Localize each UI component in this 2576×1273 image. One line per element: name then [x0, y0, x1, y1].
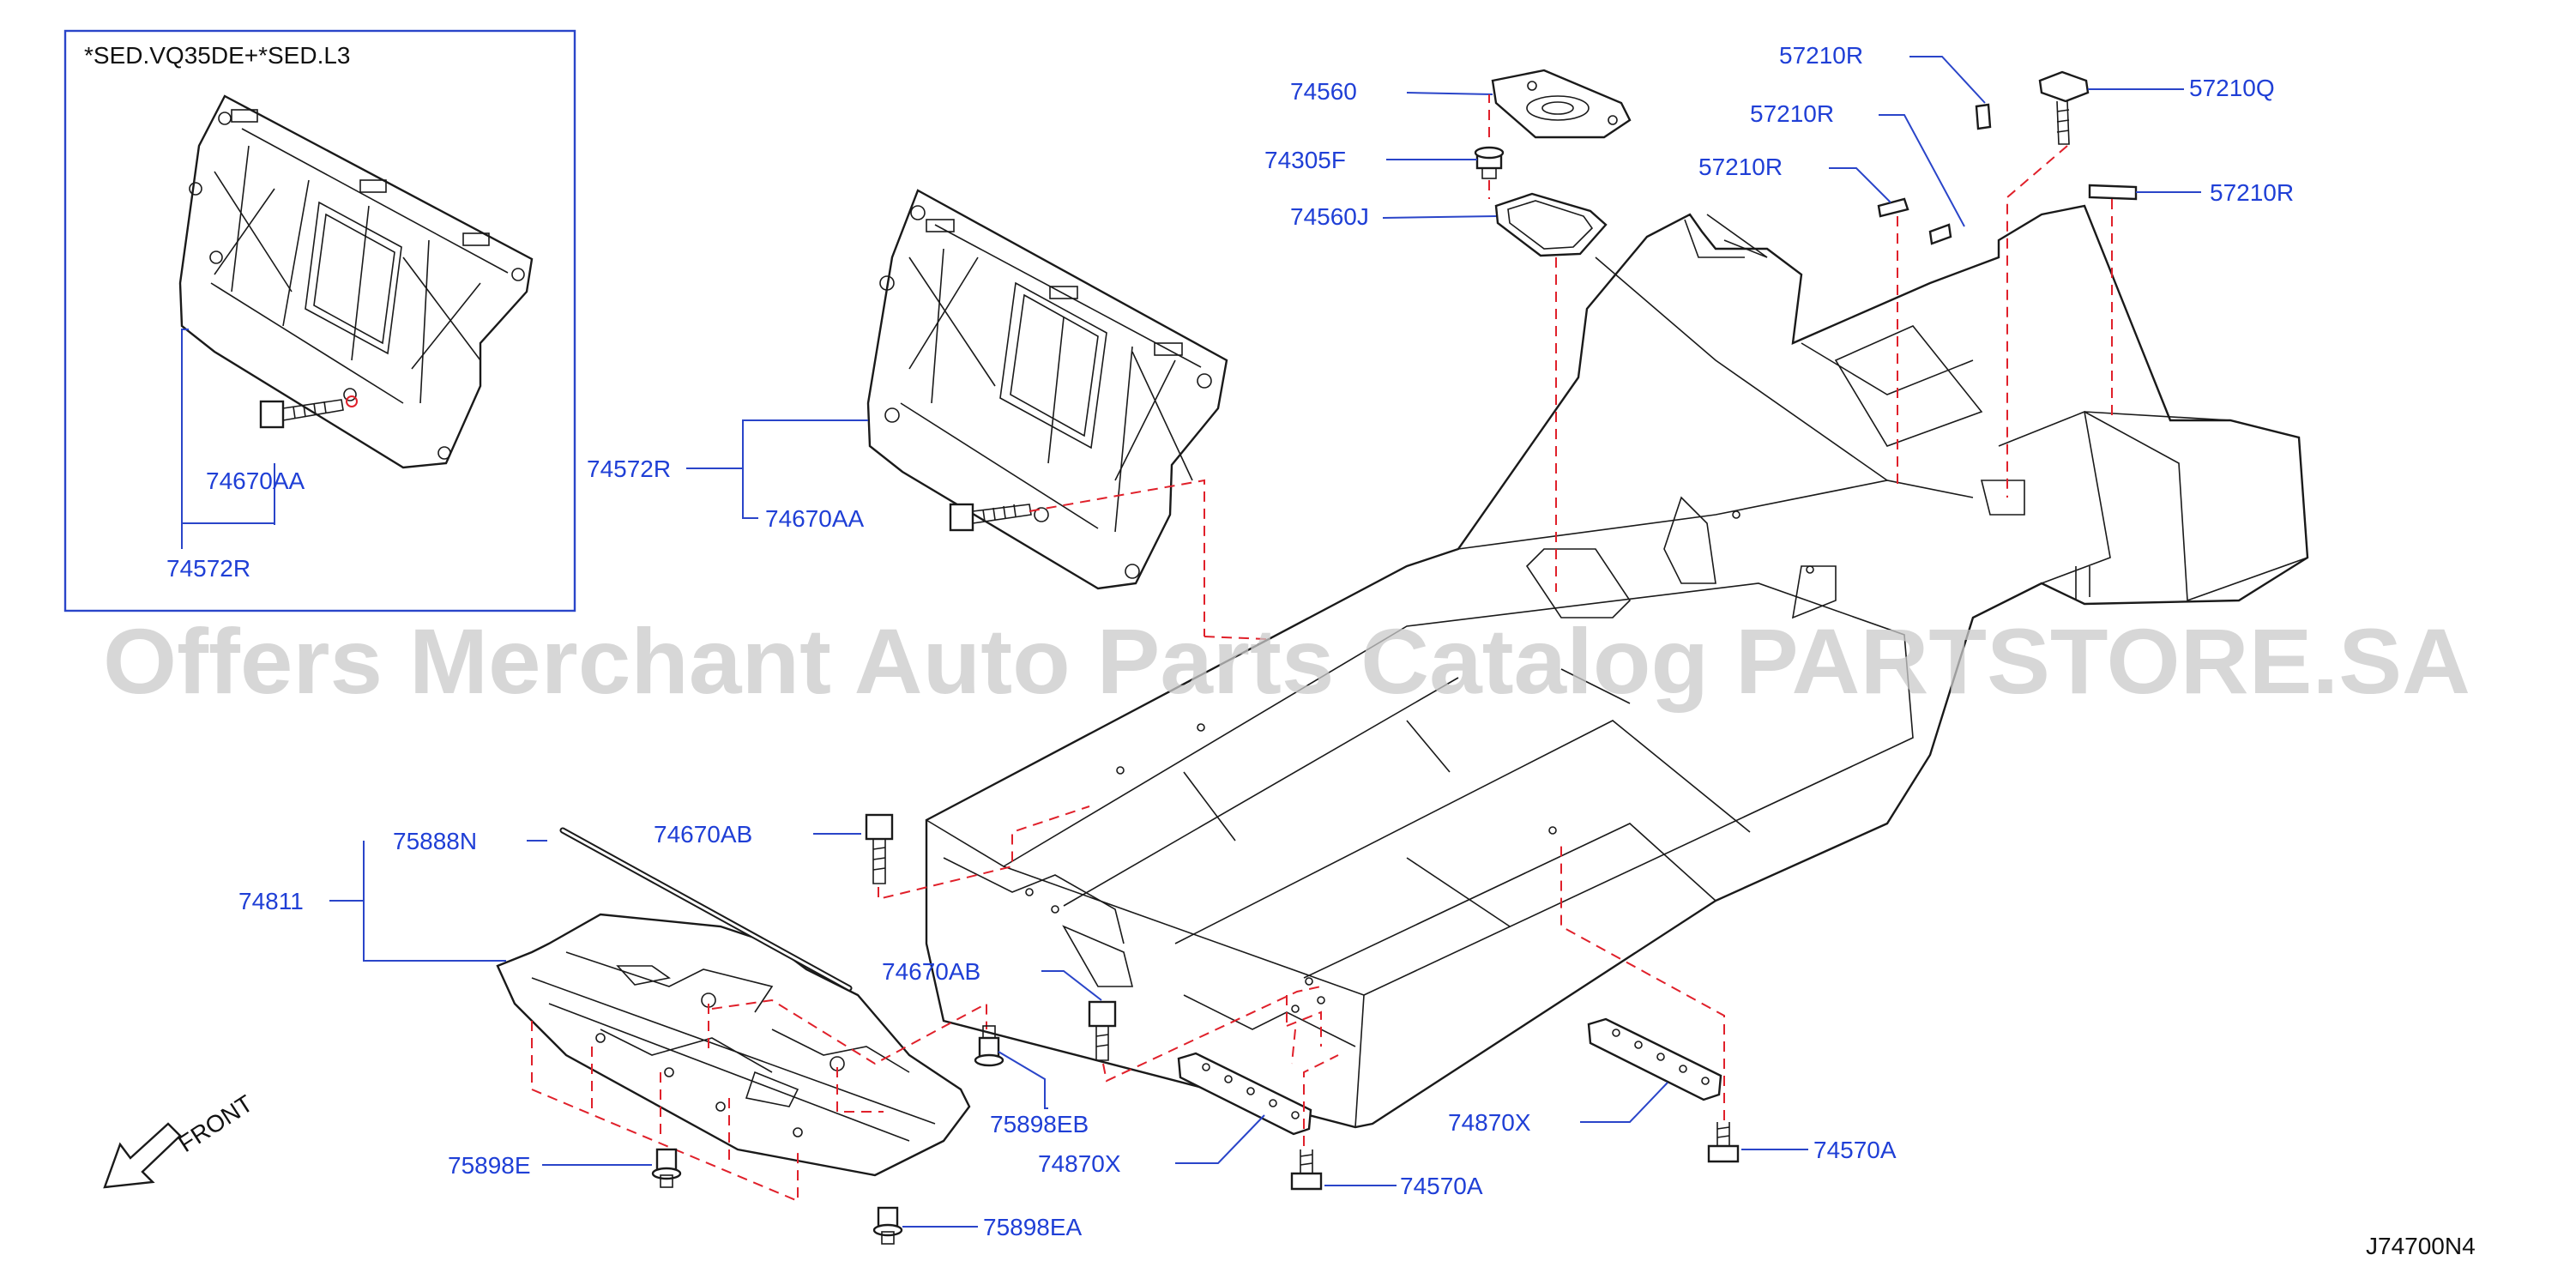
bolt-74670AA-icon: [949, 503, 1032, 532]
front-arrow-icon: [103, 1122, 182, 1189]
mount-plate-74560-icon: [1491, 69, 1632, 139]
bracket-74870X-left-icon: [1177, 1052, 1312, 1136]
inset-engine-undercover-icon: [178, 94, 534, 469]
label-74870X-right[interactable]: 74870X: [1448, 1109, 1531, 1136]
label-57210R-d[interactable]: 57210R: [2210, 179, 2294, 206]
plug-57210R-d-icon: [2088, 184, 2138, 201]
bolt-74670AB-upper-icon: [865, 813, 894, 884]
plug-57210R-a-icon: [1975, 103, 1992, 130]
plug-57210R-b-icon: [1928, 223, 1952, 245]
clip-75898E-icon: [651, 1148, 682, 1188]
plug-57210Q-icon: [2038, 70, 2090, 145]
label-74570A-right[interactable]: 74570A: [1813, 1137, 1897, 1163]
clip-75898EB-icon: [974, 1025, 1004, 1067]
label-74572R-inset[interactable]: 74572R: [166, 555, 250, 582]
label-75898EB[interactable]: 75898EB: [990, 1111, 1089, 1137]
watermark-text: Offers Merchant Auto Parts Catalog PARTS…: [103, 609, 2470, 713]
bolt-74570A-left-icon: [1290, 1149, 1323, 1191]
plug-57210R-c-icon: [1877, 197, 1909, 218]
rod-75888N-core: [561, 829, 851, 990]
label-74811[interactable]: 74811: [238, 888, 304, 914]
bolt-74570A-right-icon: [1707, 1122, 1740, 1163]
label-74670AB-upper[interactable]: 74670AB: [654, 821, 752, 848]
front-label: FRONT: [173, 1090, 257, 1158]
label-57210R-c[interactable]: 57210R: [1698, 154, 1783, 180]
label-74670AA-inset[interactable]: 74670AA: [206, 468, 305, 494]
label-74570A-left[interactable]: 74570A: [1400, 1173, 1483, 1199]
inset-bolt-74670AA-icon: [259, 395, 358, 429]
engine-undercover-icon: [866, 189, 1228, 590]
grommet-74560J-icon: [1494, 192, 1608, 257]
front-undercover-icon: [496, 913, 971, 1177]
inset-panel: *SED.VQ35DE+*SED.L3 74670AA 74572R: [63, 29, 576, 612]
label-57210Q[interactable]: 57210Q: [2189, 75, 2275, 101]
label-74572R[interactable]: 74572R: [587, 456, 671, 482]
label-74870X-left[interactable]: 74870X: [1038, 1150, 1121, 1177]
label-75898EA[interactable]: 75898EA: [983, 1214, 1083, 1240]
diagram-code: J74700N4: [2366, 1233, 2476, 1259]
label-74670AB-lower[interactable]: 74670AB: [882, 958, 980, 985]
label-74560J[interactable]: 74560J: [1290, 203, 1369, 230]
clip-74305F-icon: [1474, 146, 1505, 179]
label-75888N[interactable]: 75888N: [393, 828, 477, 854]
floor-panel-icon: [925, 204, 2309, 1129]
label-74560[interactable]: 74560: [1290, 78, 1357, 105]
bolt-74670AB-lower-icon: [1088, 1000, 1117, 1061]
label-57210R-a[interactable]: 57210R: [1779, 42, 1863, 69]
label-57210R-b[interactable]: 57210R: [1750, 100, 1834, 127]
label-74305F[interactable]: 74305F: [1264, 147, 1346, 173]
inset-condition-text: *SED.VQ35DE+*SED.L3: [84, 42, 351, 69]
clip-75898EA-icon: [872, 1206, 903, 1245]
bracket-74870X-right-icon: [1587, 1017, 1722, 1101]
label-75898E[interactable]: 75898E: [448, 1152, 531, 1179]
label-74670AA[interactable]: 74670AA: [765, 505, 865, 532]
